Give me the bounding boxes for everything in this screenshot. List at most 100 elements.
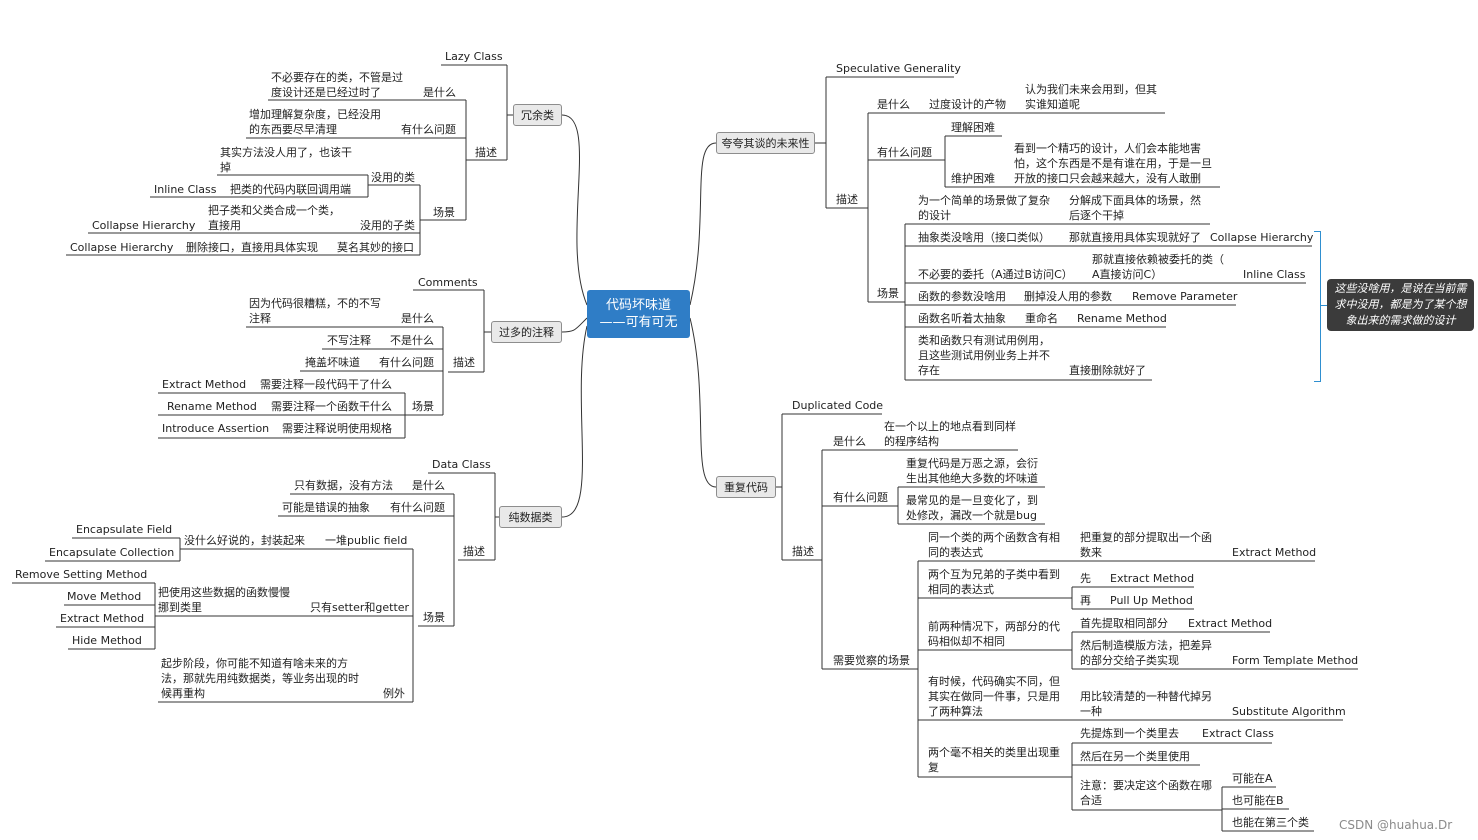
comments-not-desc[interactable]: 不写注释 <box>327 334 371 347</box>
data-s2-tech-4[interactable]: Hide Method <box>72 634 142 647</box>
comments-s3-tech[interactable]: Introduce Assertion <box>162 422 270 435</box>
data-s1-tech-1[interactable]: Encapsulate Field <box>76 523 173 536</box>
comments-not[interactable]: 不是什么 <box>390 334 434 347</box>
spec-title[interactable]: Speculative Generality <box>836 62 961 75</box>
comments-describe[interactable]: 描述 <box>453 356 475 369</box>
data-class-title[interactable]: Data Class <box>432 458 491 471</box>
lazy-subclass-desc[interactable]: 把子类和父类合成一个类， 直接用 <box>208 204 340 232</box>
data-what[interactable]: 是什么 <box>412 479 445 492</box>
dup-title[interactable]: Duplicated Code <box>792 399 884 412</box>
dup-c2-then[interactable]: 再 <box>1080 594 1091 607</box>
spec-delegate-tech[interactable]: Inline Class <box>1243 268 1306 281</box>
spec-hard-understand[interactable]: 理解困难 <box>951 121 995 134</box>
comments-s2-tech[interactable]: Rename Method <box>167 400 257 413</box>
data-problem[interactable]: 有什么问题 <box>390 501 445 514</box>
dup-problem[interactable]: 有什么问题 <box>833 491 888 504</box>
data-s1[interactable]: 一堆public field <box>325 534 408 547</box>
lazy-inline-class[interactable]: Inline Class <box>154 183 217 196</box>
spec-scene-intro-fix[interactable]: 分解成下面具体的场景，然 后逐个干掉 <box>1069 194 1201 222</box>
spec-abstract-tech[interactable]: Collapse Hierarchy <box>1210 231 1314 244</box>
spec-name[interactable]: 函数名听着太抽象 <box>918 312 1006 325</box>
data-what-desc[interactable]: 只有数据，没有方法 <box>294 479 393 492</box>
spec-param[interactable]: 函数的参数没啥用 <box>918 290 1006 303</box>
data-s2[interactable]: 只有setter和getter <box>310 601 410 614</box>
root-topic[interactable]: 代码坏味道 ——可有可无 <box>587 290 690 338</box>
dup-c5-b[interactable]: 然后在另一个类里使用 <box>1080 750 1190 763</box>
branch-data-class[interactable]: 纯数据类 <box>499 506 562 528</box>
spec-test-fix[interactable]: 直接删除就好了 <box>1069 364 1146 377</box>
data-exception[interactable]: 例外 <box>383 687 405 700</box>
dup-p2[interactable]: 最常见的是一旦变化了，到 处修改，漏改一个就是bug <box>906 494 1038 522</box>
data-s2-desc[interactable]: 把使用这些数据的函数慢慢 挪到类里 <box>158 586 290 614</box>
branch-lazy-class[interactable]: 冗余类 <box>513 104 562 126</box>
dup-c3-b-tech[interactable]: Form Template Method <box>1232 654 1359 667</box>
spec-name-fix[interactable]: 重命名 <box>1025 312 1058 325</box>
comments-title[interactable]: Comments <box>418 276 478 289</box>
spec-name-tech[interactable]: Rename Method <box>1077 312 1167 325</box>
dup-c1-fix[interactable]: 把重复的部分提取出一个函 数来 <box>1080 531 1212 559</box>
spec-abstract-fix[interactable]: 那就直接用具体实现就好了 <box>1069 231 1201 244</box>
dup-c5-o3[interactable]: 也能在第三个类 <box>1232 816 1309 829</box>
dup-c3-a[interactable]: 首先提取相同部分 <box>1080 617 1168 630</box>
spec-abstract[interactable]: 抽象类没啥用（接口类似） <box>918 231 1050 244</box>
summary-callout[interactable]: 这些没啥用，是说在当前需 求中没用，都是为了某个想 象出来的需求做的设计 <box>1327 279 1474 331</box>
data-exception-desc[interactable]: 起步阶段，你可能不知道有啥未来的方 法，那就先用纯数据类，等业务出现的时 候再重… <box>161 657 359 700</box>
lazy-interface-desc[interactable]: 删除接口，直接用具体实现 <box>186 241 318 254</box>
comments-s2[interactable]: 需要注释一个函数干什么 <box>271 400 392 413</box>
spec-param-tech[interactable]: Remove Parameter <box>1132 290 1238 303</box>
dup-c1-tech[interactable]: Extract Method <box>1232 546 1317 559</box>
data-s1-tech-2[interactable]: Encapsulate Collection <box>49 546 175 559</box>
branch-duplicated-code[interactable]: 重复代码 <box>716 476 776 498</box>
dup-c5-a[interactable]: 先提炼到一个类里去 <box>1080 727 1179 740</box>
comments-what-desc[interactable]: 因为代码很糟糕，不的不写 注释 <box>249 297 381 325</box>
dup-c5-o2[interactable]: 也可能在B <box>1232 794 1284 807</box>
dup-c5-note[interactable]: 注意：要决定这个函数在哪 合适 <box>1080 779 1212 807</box>
data-scene[interactable]: 场景 <box>423 611 445 624</box>
spec-param-fix[interactable]: 删掉没人用的参数 <box>1024 290 1112 303</box>
dup-c2-first-tech[interactable]: Extract Method <box>1110 572 1195 585</box>
spec-scene[interactable]: 场景 <box>877 287 899 300</box>
spec-test[interactable]: 类和函数只有测试用例用， 且这些测试用例业务上并不 存在 <box>918 334 1050 377</box>
data-describe[interactable]: 描述 <box>463 545 485 558</box>
dup-c5-o1[interactable]: 可能在A <box>1232 772 1273 785</box>
lazy-useless-subclass[interactable]: 没用的子类 <box>360 219 415 232</box>
comments-s1-tech[interactable]: Extract Method <box>162 378 247 391</box>
lazy-odd-interface[interactable]: 莫名其妙的接口 <box>337 241 414 254</box>
lazy-class-title[interactable]: Lazy Class <box>445 50 503 63</box>
dup-c1[interactable]: 同一个类的两个函数含有相 同的表达式 <box>928 531 1060 559</box>
lazy-collapse-1[interactable]: Collapse Hierarchy <box>92 219 196 232</box>
lazy-problem[interactable]: 有什么问题 <box>401 123 456 136</box>
spec-describe[interactable]: 描述 <box>836 193 858 206</box>
spec-scene-intro[interactable]: 为一个简单的场景做了复杂 的设计 <box>918 194 1050 222</box>
spec-what-a[interactable]: 过度设计的产物 <box>929 98 1006 111</box>
dup-c4[interactable]: 有时候，代码确实不同，但 其实在做同一件事，只是用 了两种算法 <box>928 675 1060 718</box>
dup-c2-then-tech[interactable]: Pull Up Method <box>1110 594 1193 607</box>
dup-what-desc[interactable]: 在一个以上的地点看到同样 的程序结构 <box>884 420 1016 448</box>
data-s1-desc[interactable]: 没什么好说的，封装起来 <box>184 534 305 547</box>
lazy-collapse-2[interactable]: Collapse Hierarchy <box>70 241 174 254</box>
lazy-what[interactable]: 是什么 <box>423 86 456 99</box>
lazy-what-desc[interactable]: 不必要存在的类，不管是过 度设计还是已经过时了 <box>271 71 403 99</box>
spec-what-b[interactable]: 认为我们未来会用到，但其 实谁知道呢 <box>1025 83 1157 111</box>
comments-s1[interactable]: 需要注释一段代码干了什么 <box>260 378 392 391</box>
data-s2-tech-1[interactable]: Remove Setting Method <box>15 568 148 581</box>
dup-c3-a-tech[interactable]: Extract Method <box>1188 617 1273 630</box>
dup-c4-tech[interactable]: Substitute Algorithm <box>1232 705 1346 718</box>
lazy-describe[interactable]: 描述 <box>475 146 497 159</box>
branch-comments[interactable]: 过多的注释 <box>491 321 562 343</box>
spec-delegate-fix[interactable]: 那就直接依赖被委托的类（ A直接访问C） <box>1092 253 1224 281</box>
dup-c4-fix[interactable]: 用比较清楚的一种替代掉另 一种 <box>1080 690 1212 718</box>
dup-watch[interactable]: 需要觉察的场景 <box>833 654 910 667</box>
comments-problem-desc[interactable]: 掩盖坏味道 <box>305 356 360 369</box>
lazy-inline-desc[interactable]: 把类的代码内联回调用端 <box>230 183 351 196</box>
spec-delegate[interactable]: 不必要的委托（A通过B访问C） <box>918 268 1073 281</box>
dup-what[interactable]: 是什么 <box>833 435 866 448</box>
comments-scene[interactable]: 场景 <box>412 400 434 413</box>
spec-maintain-desc[interactable]: 看到一个精巧的设计，人们会本能地害 怕，这个东西是不是有谁在用，于是一旦 开放的… <box>1014 142 1212 185</box>
comments-what[interactable]: 是什么 <box>401 312 434 325</box>
dup-c2[interactable]: 两个互为兄弟的子类中看到 相同的表达式 <box>928 568 1060 596</box>
data-problem-desc[interactable]: 可能是错误的抽象 <box>282 501 370 514</box>
lazy-useless-desc[interactable]: 其实方法没人用了，也该干 掉 <box>220 146 352 174</box>
spec-problem[interactable]: 有什么问题 <box>877 146 932 159</box>
spec-what[interactable]: 是什么 <box>877 98 910 111</box>
